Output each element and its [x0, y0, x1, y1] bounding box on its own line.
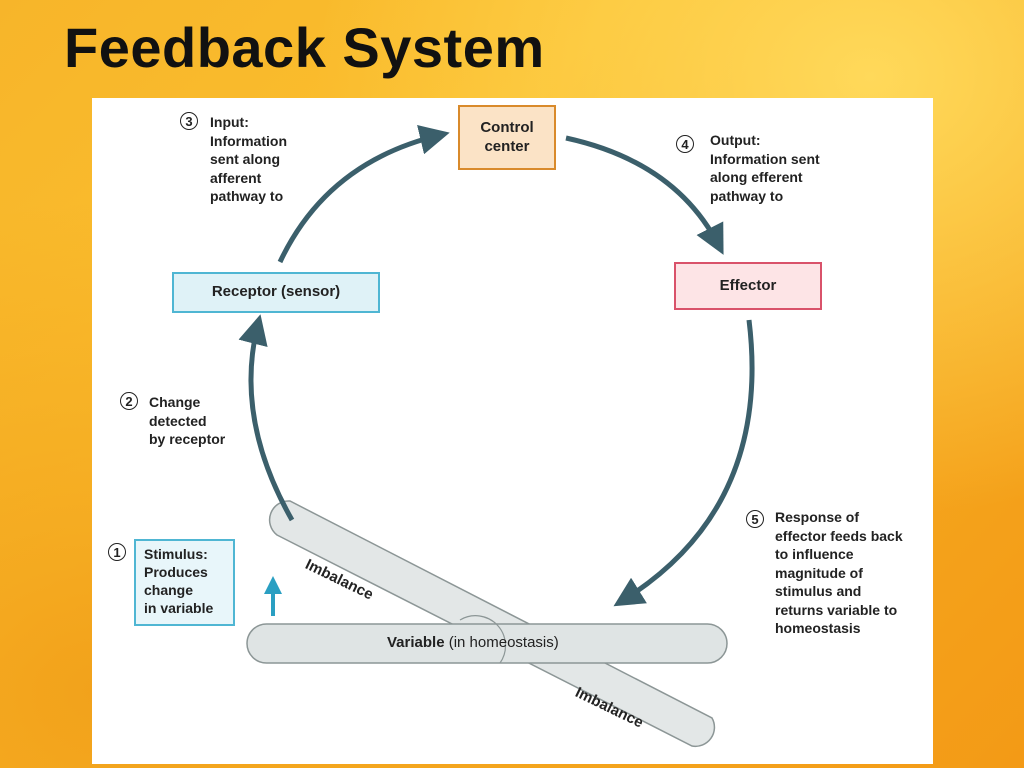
stimulus-box: Stimulus: Produces change in variable	[134, 539, 235, 626]
receptor-box: Receptor (sensor)	[172, 272, 380, 313]
output-arrow	[565, 135, 724, 255]
variable-bar	[246, 623, 728, 664]
stimulus-text: Stimulus: Produces change in variable	[144, 546, 214, 616]
step-2-number: 2	[120, 392, 138, 410]
feedback-loop-arrows	[238, 125, 755, 748]
effector-box: Effector	[674, 262, 822, 310]
variable-label-rest: (in homeostasis)	[448, 634, 559, 651]
step-4-number: 4	[676, 135, 694, 153]
slide-title: Feedback System	[64, 16, 545, 79]
variable-bar-label: Variable (in homeostasis)	[387, 634, 559, 651]
step-5-number: 5	[746, 510, 764, 528]
step-2-text: Change detected by receptor	[149, 394, 226, 447]
bar-overlap-outline	[459, 615, 507, 664]
step-5-text: Response of effector feeds back to influ…	[775, 509, 903, 636]
variable-label-bold: Variable	[387, 634, 445, 651]
effector-label: Effector	[719, 276, 777, 294]
detection-arrow	[238, 314, 295, 522]
response-arrow	[613, 319, 755, 607]
feedback-diagram-panel: Control center Receptor (sensor) Effecto…	[92, 98, 933, 764]
stimulus-arrow	[264, 576, 282, 616]
step-1-number: 1	[108, 543, 126, 561]
input-arrow	[277, 125, 450, 264]
step-4-text: Output: Information sent along efferent …	[710, 132, 820, 204]
receptor-label: Receptor (sensor)	[211, 283, 341, 301]
control-center-box: Control center	[458, 105, 556, 170]
step-3-number: 3	[180, 112, 198, 130]
control-center-label: Control center	[480, 118, 534, 155]
step-3-text: Input: Information sent along afferent p…	[210, 114, 287, 204]
